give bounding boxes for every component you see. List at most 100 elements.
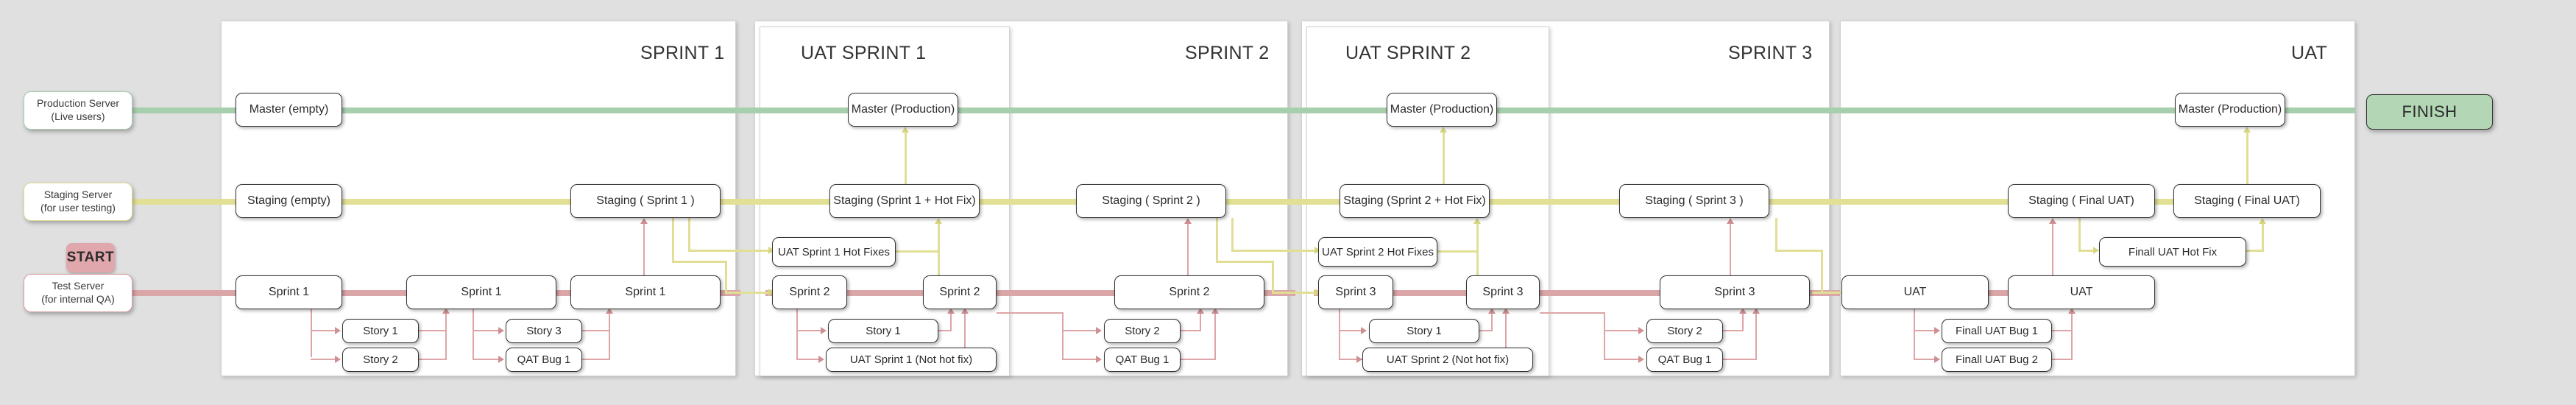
conn-uat-staging-to-master <box>2246 131 2248 184</box>
node-sprint3-story-2[interactable]: Story 2 <box>1646 319 1723 343</box>
conn-sprint3-feed-qat1 <box>1604 359 1639 360</box>
node-uat2-hot-fixes[interactable]: UAT Sprint 2 Hot Fixes <box>1318 237 1437 267</box>
arrow-sprint2-merge-1 <box>1197 308 1204 314</box>
node-sprint1-branch-a[interactable]: Sprint 1 <box>236 275 342 309</box>
node-sprint2-branch-c[interactable]: Sprint 2 <box>1114 275 1264 309</box>
start-badge: START <box>66 243 115 272</box>
conn-sprint2-staging-out-v2 <box>1216 218 1218 262</box>
conn-sprint2-staging-out-h2 <box>1216 261 1273 263</box>
node-uat2-branch-a[interactable]: Sprint 3 <box>1318 275 1393 309</box>
sprint-branch-line-seg2 <box>765 290 1295 296</box>
node-uat1-branch-a[interactable]: Sprint 2 <box>772 275 847 309</box>
conn-uat-b-to-staging <box>2052 222 2053 275</box>
conn-s1-staging-out-v3 <box>725 261 727 293</box>
conn-uat2-hotfix-out-h <box>1437 250 1478 253</box>
conn-sprint2-qat1-out <box>1181 359 1216 360</box>
sprint-branch-line-seg3 <box>1314 290 1840 296</box>
conn-s1-staging-out-h2 <box>672 261 726 263</box>
conn-uat2-staging-to-master <box>1443 131 1445 184</box>
arrow-uat2-master-in <box>1440 127 1447 133</box>
node-uat-staging-left[interactable]: Staging ( Final UAT) <box>2008 184 2155 218</box>
node-sprint2-story-2[interactable]: Story 2 <box>1104 319 1181 343</box>
node-uat-staging-right[interactable]: Staging ( Final UAT) <box>2173 184 2321 218</box>
node-sprint1-branch-b[interactable]: Sprint 1 <box>406 275 556 309</box>
node-uat1-master[interactable]: Master (Production) <box>848 93 958 127</box>
conn-s1-staging-out-v1 <box>688 218 690 250</box>
conn-s1-merge-c <box>609 312 610 359</box>
sidebar-server-test[interactable]: Test Server (for internal QA) <box>24 274 132 312</box>
node-uat-branch-a[interactable]: UAT <box>1841 275 1989 309</box>
arrow-s1-story3-in <box>498 327 504 334</box>
conn-sprint2-staging-out-v1 <box>1231 218 1234 250</box>
node-uat2-not-hot-fix[interactable]: UAT Sprint 2 (Not hot fix) <box>1362 348 1533 372</box>
node-sprint2-staging[interactable]: Staging ( Sprint 2 ) <box>1076 184 1226 218</box>
conn-sprint2-c-to-staging <box>1187 222 1189 275</box>
lane-title-uat-sprint1: UAT SPRINT 1 <box>801 43 927 63</box>
node-sprint1-qat-bug-1[interactable]: QAT Bug 1 <box>506 348 582 372</box>
arrow-uat2-sprint-in <box>1314 289 1320 296</box>
node-uat2-staging[interactable]: Staging (Sprint 2 + Hot Fix) <box>1340 184 1490 218</box>
conn-sprint3-staging-out-v1 <box>1775 218 1777 250</box>
node-uat1-not-hot-fix[interactable]: UAT Sprint 1 (Not hot fix) <box>826 348 997 372</box>
lane-title-sprint1: SPRINT 1 <box>640 43 725 63</box>
node-uat2-master[interactable]: Master (Production) <box>1387 93 1497 127</box>
conn-uat-a-to-bug2 <box>1914 359 1936 360</box>
sidebar-server-staging[interactable]: Staging Server (for user testing) <box>24 183 132 221</box>
conn-uat-staging-left-out-h <box>2078 250 2095 252</box>
conn-uat2-b-out-v <box>1604 312 1605 360</box>
conn-sprint2-staging-out-h1 <box>1231 250 1283 252</box>
conn-sprint3-staging-out-v2 <box>1821 250 1823 294</box>
node-uat1-story-1[interactable]: Story 1 <box>828 319 938 343</box>
node-uat2-story-1[interactable]: Story 1 <box>1369 319 1479 343</box>
node-uat-master[interactable]: Master (Production) <box>2175 93 2285 127</box>
conn-uat2-merge-v1 <box>1491 312 1493 331</box>
node-uat-hot-fix[interactable]: Finall UAT Hot Fix <box>2099 237 2246 267</box>
conn-sprint2-merge-v2 <box>1214 312 1216 359</box>
node-uat-branch-b[interactable]: UAT <box>2008 275 2155 309</box>
node-uat1-staging[interactable]: Staging (Sprint 1 + Hot Fix) <box>829 184 980 218</box>
finish-badge[interactable]: FINISH <box>2366 94 2493 130</box>
conn-sprint3-staging-out-h1 <box>1775 250 1822 252</box>
node-uat1-branch-b[interactable]: Sprint 2 <box>923 275 997 309</box>
conn-sprint2-feed-qat1 <box>1062 359 1097 360</box>
arrow-sprint2-qat1-in <box>1096 356 1102 363</box>
conn-s1-c-to-staging <box>643 222 645 275</box>
conn-uat-staging-left-out-v <box>2078 218 2081 252</box>
node-sprint1-story-3[interactable]: Story 3 <box>506 319 582 343</box>
node-sprint1-staging-empty[interactable]: Staging (empty) <box>236 184 342 218</box>
node-uat2-branch-b[interactable]: Sprint 3 <box>1466 275 1540 309</box>
arrow-s1-qat1-in <box>498 356 504 363</box>
node-sprint3-staging[interactable]: Staging ( Sprint 3 ) <box>1619 184 1769 218</box>
arrow-sprint2-merge-2 <box>1211 308 1219 314</box>
conn-uat1-b-out-v <box>1062 312 1064 360</box>
node-sprint1-staging-result[interactable]: Staging ( Sprint 1 ) <box>570 184 721 218</box>
conn-uat1-a-to-story1 <box>796 330 822 331</box>
arrow-uat1-sprint-in <box>768 289 774 296</box>
conn-uat-hotfix-out-h <box>2246 250 2264 252</box>
sidebar-server-production[interactable]: Production Server (Live users) <box>24 91 132 130</box>
conn-sprint2-staging-out-v3 <box>1272 261 1274 293</box>
conn-uat1-a-down <box>796 309 798 359</box>
arrow-sprint3-story2-in <box>1638 327 1644 334</box>
test-server-line2: (for internal QA) <box>41 293 115 305</box>
conn-s1-staging-out-h3 <box>725 292 741 294</box>
node-uat-bug-2[interactable]: Finall UAT Bug 2 <box>1942 348 2052 372</box>
conn-sprint3-merge-v1 <box>1742 312 1744 331</box>
node-sprint2-qat-bug-1[interactable]: QAT Bug 1 <box>1104 348 1181 372</box>
arrow-uat2-merge-2 <box>1502 308 1510 314</box>
node-sprint1-master[interactable]: Master (empty) <box>236 93 342 127</box>
node-uat-bug-1[interactable]: Finall UAT Bug 1 <box>1942 319 2052 343</box>
conn-sprint3-staging-out-h2 <box>1821 292 1839 294</box>
node-sprint1-branch-c[interactable]: Sprint 1 <box>570 275 721 309</box>
conn-sprint3-merge-v2 <box>1755 312 1757 359</box>
node-sprint1-story-2[interactable]: Story 2 <box>342 348 419 372</box>
node-uat1-hot-fixes[interactable]: UAT Sprint 1 Hot Fixes <box>772 237 896 267</box>
node-sprint3-branch-c[interactable]: Sprint 3 <box>1660 275 1810 309</box>
arrow-uat1-master-in <box>902 127 909 133</box>
conn-uat1-merge-v1 <box>950 312 952 331</box>
arrow-uat2-nhf-in <box>1356 356 1362 363</box>
node-sprint1-story-1[interactable]: Story 1 <box>342 319 419 343</box>
lane-title-uat: UAT <box>2291 43 2328 63</box>
staging-feed-uat2-sprint <box>1282 292 1316 294</box>
node-sprint3-qat-bug-1[interactable]: QAT Bug 1 <box>1646 348 1723 372</box>
